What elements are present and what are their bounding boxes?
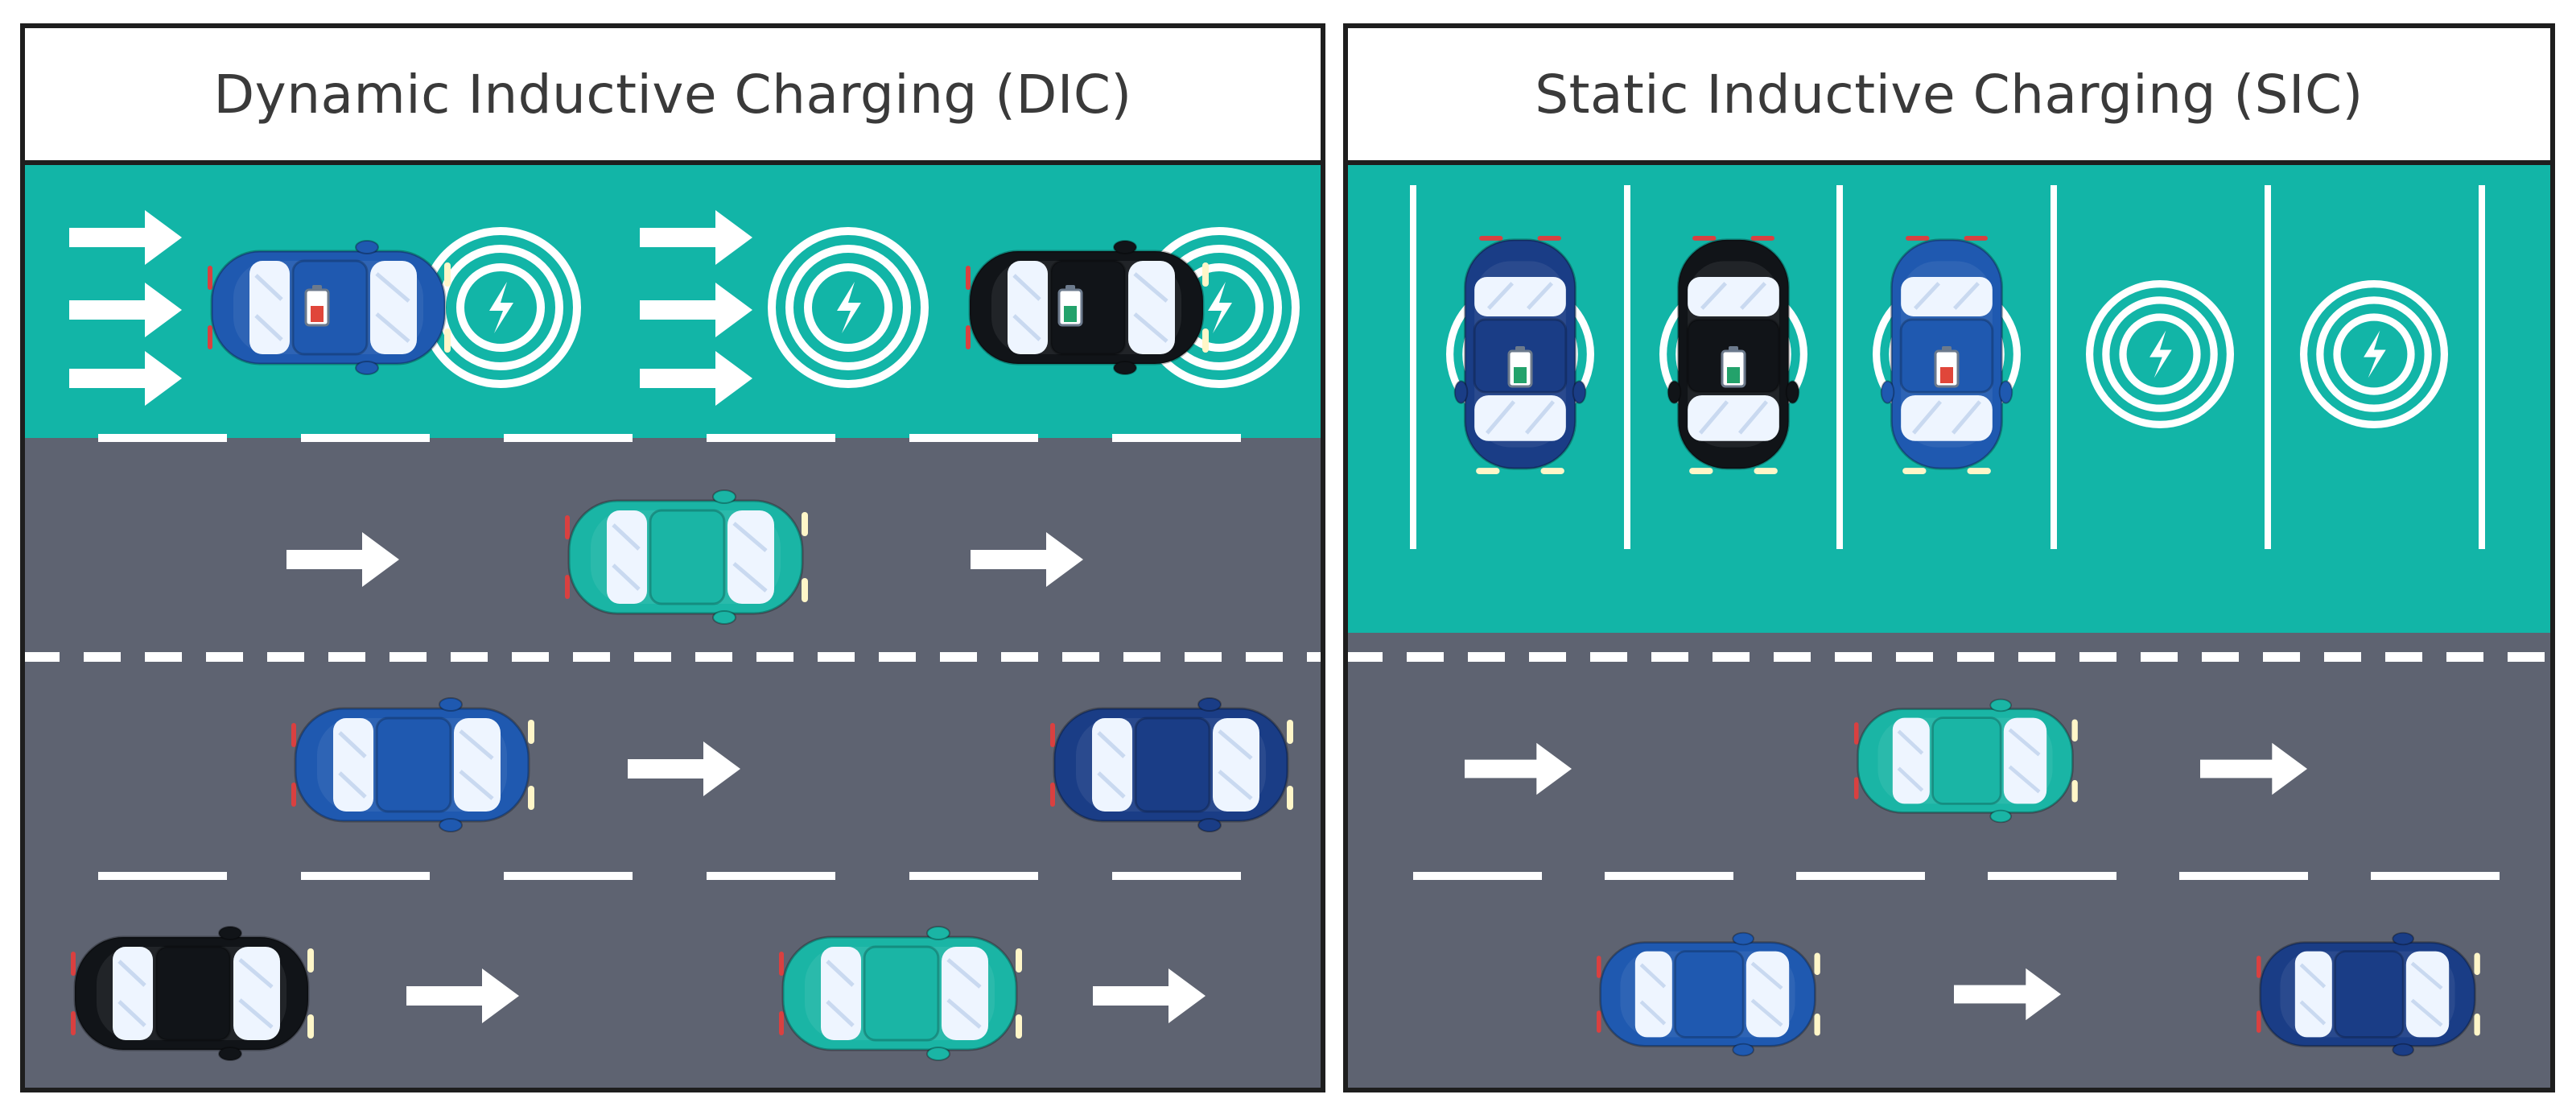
dic-lane-divider-dashed: [940, 652, 977, 662]
dic-lane-divider-dashed: [695, 652, 732, 662]
charging-car: [966, 241, 1209, 374]
sic-lane-divider-dashed: [1346, 652, 1383, 662]
dic-lane-divider-dashed: [267, 652, 304, 662]
dic-lane-divider-dashed: [145, 652, 182, 662]
dic-lane-divider-dashed: [1185, 652, 1222, 662]
sic-lane-divider-dashed: [1651, 652, 1688, 662]
sic-lane-divider-dashed: [1713, 652, 1750, 662]
battery-level: [1940, 367, 1953, 383]
traffic-car: [1050, 698, 1293, 832]
traffic-car: [1597, 933, 1820, 1056]
sic-lane-divider-dashed: [1407, 652, 1444, 662]
sic-lane-divider-dashed: [1529, 652, 1566, 662]
sic-lane-divider-dashed: [2508, 652, 2545, 662]
dic-panel-border: [20, 23, 1325, 1092]
dic-lane-divider-dashed: [84, 652, 121, 662]
sic-lane-divider-dashed: [1957, 652, 1994, 662]
sic-lane-divider-dashed: [2385, 652, 2422, 662]
parking-bay-line: [1410, 185, 1416, 549]
dic-lane-marking-solid-dash: [909, 434, 1038, 442]
sic-lane-divider-dashed: [1896, 652, 1933, 662]
dic-lane-divider-dashed: [756, 652, 793, 662]
sic-lane-marking-solid-dash: [2179, 872, 2308, 880]
battery-level: [1727, 367, 1740, 383]
dic-lane-divider-dashed: [879, 652, 916, 662]
dic-lane-marking-solid-dash: [1112, 434, 1241, 442]
dic-lane-marking-solid-dash: [98, 872, 227, 880]
sic-lane-divider-dashed: [2324, 652, 2361, 662]
traffic-car: [71, 927, 314, 1060]
dic-lane-divider-dashed: [389, 652, 427, 662]
sic-lane-divider-dashed: [2141, 652, 2178, 662]
sic-lane-marking-solid-dash: [2371, 872, 2500, 880]
traffic-car: [565, 490, 808, 624]
dic-lane-marking-solid-dash: [707, 434, 835, 442]
sic-lane-divider-dashed: [2018, 652, 2055, 662]
dic-lane-divider-dashed: [451, 652, 488, 662]
dic-lane-divider-dashed: [1246, 652, 1283, 662]
sic-lane-divider-dashed: [1468, 652, 1505, 662]
dic-lane-divider-dashed: [634, 652, 671, 662]
parking-bay-line: [2050, 185, 2057, 549]
parking-bay-line: [1624, 185, 1630, 549]
sic-lane-divider-dashed: [2263, 652, 2300, 662]
sic-lane-divider-dashed: [2079, 652, 2116, 662]
dic-lane-divider-dashed: [1062, 652, 1099, 662]
dic-lane-divider-dashed: [23, 652, 60, 662]
traffic-car: [1854, 700, 2078, 823]
battery-level: [311, 306, 324, 322]
sic-lane-marking-solid-dash: [1796, 872, 1925, 880]
sic-lane-marking-solid-dash: [1605, 872, 1733, 880]
dic-lane-divider-dashed: [818, 652, 855, 662]
dic-lane-marking-solid-dash: [909, 872, 1038, 880]
dic-lane-divider-dashed: [1123, 652, 1160, 662]
dic-lane-divider-dashed: [573, 652, 610, 662]
sic-lane-divider-dashed: [1774, 652, 1811, 662]
sic-panel-border: [1343, 23, 2555, 1092]
traffic-car: [291, 698, 534, 832]
dic-lane-marking-solid-dash: [1112, 872, 1241, 880]
dic-lane-divider-dashed: [1001, 652, 1038, 662]
parking-bay-line: [2265, 185, 2271, 549]
dic-lane-marking-solid-dash: [301, 434, 430, 442]
parking-bay-line: [2479, 185, 2485, 549]
sic-lane-divider-dashed: [1835, 652, 1872, 662]
dic-lane-marking-solid-dash: [504, 872, 633, 880]
dic-lane-marking-solid-dash: [707, 872, 835, 880]
dic-lane-divider-dashed: [512, 652, 549, 662]
parking-bay-line: [1836, 185, 1843, 549]
traffic-car: [2257, 933, 2480, 1056]
sic-lane-divider-dashed: [1590, 652, 1627, 662]
dic-lane-divider-dashed: [206, 652, 243, 662]
dic-lane-divider-dashed: [1307, 652, 1323, 662]
dic-lane-divider-dashed: [328, 652, 365, 662]
sic-lane-divider-dashed: [2446, 652, 2483, 662]
sic-lane-marking-solid-dash: [1413, 872, 1542, 880]
traffic-car: [779, 927, 1022, 1060]
dic-lane-marking-solid-dash: [98, 434, 227, 442]
battery-level: [1064, 306, 1077, 322]
sic-lane-marking-solid-dash: [1988, 872, 2116, 880]
sic-lane-divider-dashed: [2202, 652, 2239, 662]
dic-lane-marking-solid-dash: [504, 434, 633, 442]
dic-lane-marking-solid-dash: [301, 872, 430, 880]
battery-level: [1514, 367, 1527, 383]
